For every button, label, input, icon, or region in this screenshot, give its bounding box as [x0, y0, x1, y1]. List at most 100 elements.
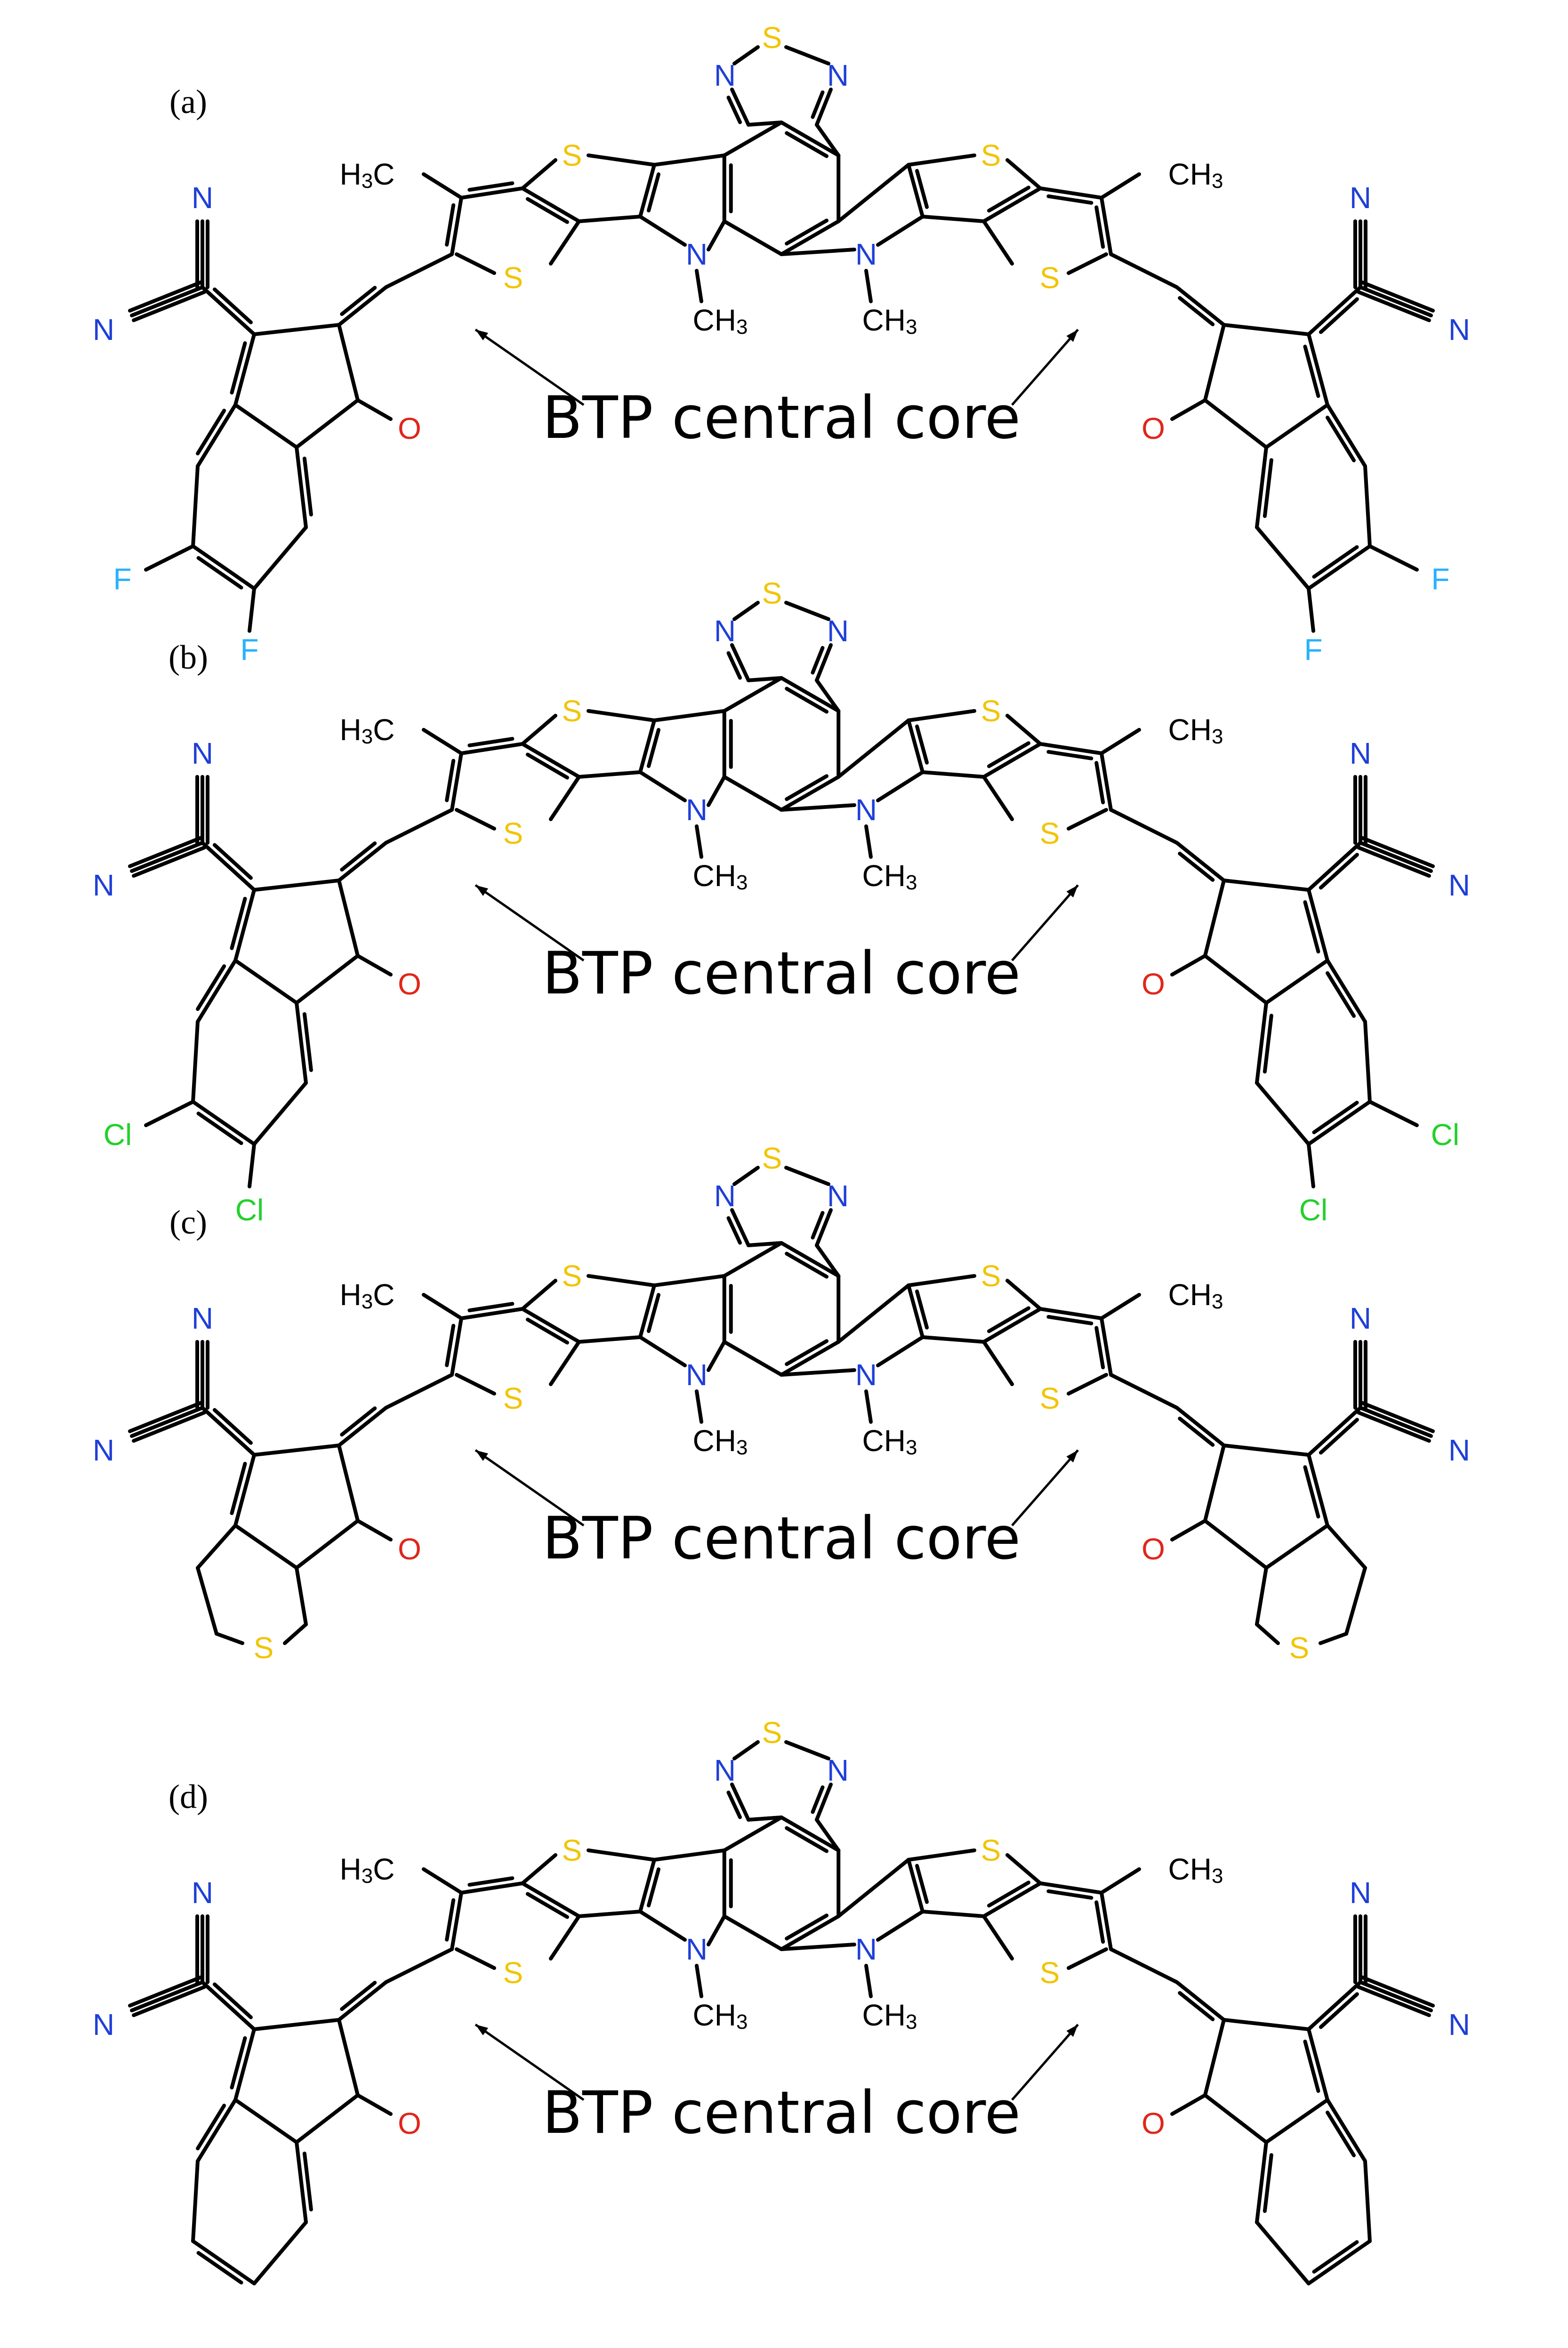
methyl-group: H3C — [340, 1852, 395, 1888]
double-bond-line — [1255, 2140, 1268, 2224]
nitrogen-atom: N — [714, 1179, 736, 1213]
nitrogen-atom: N — [93, 2008, 114, 2041]
oxygen-atom: O — [398, 967, 421, 1001]
bond-line — [295, 1566, 308, 1626]
double-bond-line — [982, 1307, 1042, 1344]
double-bond-line — [1307, 841, 1362, 892]
bond-line — [1109, 808, 1179, 845]
panel-label: (c) — [169, 1203, 207, 1241]
bond-line — [252, 879, 341, 892]
double-bond-line — [337, 285, 388, 327]
bond-line — [1067, 1373, 1108, 1396]
bond-line — [587, 153, 656, 167]
bond-line — [864, 1964, 873, 1998]
nitrogen-atom: N — [192, 1301, 213, 1335]
nitrogen-atom: N — [93, 1433, 114, 1467]
double-bond-inner-line — [647, 1293, 661, 1333]
double-bond-inner-line — [1094, 761, 1105, 805]
oxygen-atom: O — [398, 412, 421, 445]
double-bond-line — [1175, 1980, 1226, 2022]
triple-bond-line — [1359, 841, 1433, 873]
sulfur-atom: S — [981, 694, 1001, 728]
triple-bond-line — [130, 1406, 204, 1438]
bond-line — [191, 2159, 200, 2243]
triple-bond-line — [1359, 1406, 1433, 1438]
bond-line — [1203, 954, 1268, 1005]
bond-line — [1222, 879, 1311, 892]
core-label: BTP central core — [542, 384, 1021, 452]
bond-line — [295, 398, 360, 449]
double-bond-line — [521, 1307, 581, 1344]
double-bond-inner-line — [1262, 1014, 1273, 1074]
bond-line — [784, 1166, 830, 1186]
bond-line — [876, 770, 925, 802]
double-bond-inner-line — [1303, 2040, 1320, 2093]
bond-line — [1005, 1279, 1042, 1311]
nitrogen-atom: N — [827, 614, 849, 648]
bond-line — [784, 45, 830, 65]
bond-line — [337, 323, 360, 402]
double-bond-line — [201, 1406, 256, 1457]
double-bond-line — [982, 742, 1042, 779]
bond-line — [295, 1519, 360, 1570]
double-bond-inner-line — [1303, 900, 1320, 954]
double-bond-line — [337, 841, 388, 882]
double-bond-inner-line — [525, 197, 569, 224]
bond-line — [1109, 1373, 1179, 1410]
methyl-group: CH3 — [1168, 1278, 1223, 1313]
bond-line — [747, 121, 783, 127]
double-bond-inner-line — [445, 1323, 456, 1367]
bond-line — [521, 1279, 557, 1311]
double-bond-line — [196, 403, 237, 468]
double-bond-inner-line — [1046, 1315, 1094, 1325]
double-bond-inner-line — [196, 1112, 243, 1146]
double-bond-inner-line — [987, 1880, 1030, 1908]
bond-line — [1203, 323, 1226, 402]
nitrogen-atom: N — [714, 1753, 736, 1787]
double-bond-line — [295, 445, 308, 529]
panel-label: (d) — [169, 1778, 208, 1815]
bond-line — [549, 1340, 581, 1386]
bond-line — [1203, 2018, 1226, 2097]
bond-line — [252, 323, 341, 336]
double-bond-inner-line — [987, 1306, 1030, 1333]
panel-label: (a) — [169, 83, 207, 121]
bond-line — [455, 808, 496, 831]
bond-line — [252, 2220, 308, 2285]
methyl-group: CH3 — [1168, 1852, 1223, 1888]
double-bond-inner-line — [212, 1408, 253, 1445]
bond-line — [196, 1524, 237, 1570]
bond-line — [233, 403, 298, 449]
sulfur-atom: S — [981, 1259, 1001, 1293]
double-bond-inner-line — [1303, 345, 1320, 398]
bond-line — [638, 770, 687, 802]
double-bond-line — [1307, 2239, 1372, 2285]
double-bond-inner-line — [1262, 458, 1273, 518]
double-bond-inner-line — [647, 172, 661, 213]
double-bond-line — [337, 1406, 388, 1447]
triple-bond-line — [1360, 1401, 1435, 1433]
double-bond-inner-line — [785, 1826, 829, 1853]
arrow-head — [1066, 885, 1078, 898]
double-bond-inner-line — [811, 1211, 825, 1240]
bond-line — [549, 219, 581, 266]
nitrogen-atom: N — [686, 237, 708, 271]
triple-bond-line — [1356, 290, 1431, 323]
double-bond-inner-line — [212, 1982, 253, 2019]
sulfur-atom: S — [254, 1631, 274, 1665]
sulfur-atom: S — [981, 1833, 1001, 1867]
double-bond-line — [1326, 959, 1367, 1024]
nitrogen-atom: N — [93, 868, 114, 902]
sulfur-atom: S — [1040, 816, 1060, 850]
methyl-group: H3C — [340, 713, 395, 748]
double-bond-line — [780, 775, 841, 812]
bond-line — [587, 1848, 656, 1862]
sulfur-atom: S — [762, 1716, 782, 1750]
double-bond-line — [638, 1858, 656, 1913]
double-bond-line — [982, 186, 1042, 223]
bond-line — [422, 1293, 463, 1320]
double-bond-inner-line — [811, 1785, 825, 1814]
double-bond-line — [1326, 2098, 1367, 2163]
